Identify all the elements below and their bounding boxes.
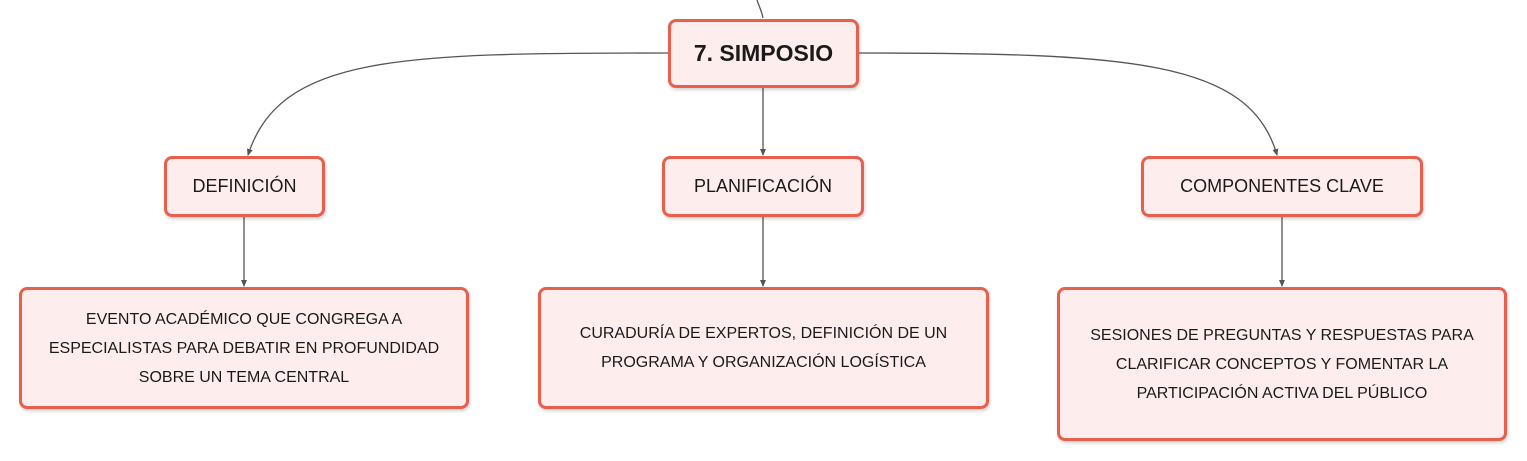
detail-node-planificacion[interactable]: CURADURÍA DE EXPERTOS, DEFINICIÓN DE UN …	[538, 287, 989, 409]
branch-node-componentes-clave[interactable]: COMPONENTES CLAVE	[1141, 156, 1423, 217]
connector-parent-to-root	[756, 0, 764, 19]
detail-node-componentes-clave[interactable]: SESIONES DE PREGUNTAS Y RESPUESTAS PARA …	[1057, 287, 1507, 441]
branch-label-definicion: DEFINICIÓN	[192, 176, 297, 196]
detail-text-planificacion: CURADURÍA DE EXPERTOS, DEFINICIÓN DE UN …	[579, 325, 948, 371]
root-node-label: 7. SIMPOSIO	[693, 40, 834, 66]
detail-text-componentes-clave: SESIONES DE PREGUNTAS Y RESPUESTAS PARA …	[1090, 326, 1474, 402]
branch-node-definicion[interactable]: DEFINICIÓN	[164, 156, 325, 217]
branch-label-planificacion: PLANIFICACIÓN	[693, 176, 833, 196]
branch-node-planificacion[interactable]: PLANIFICACIÓN	[662, 156, 864, 217]
detail-node-definicion[interactable]: EVENTO ACADÉMICO QUE CONGREGA A ESPECIAL…	[19, 287, 469, 409]
connector-root-to-componentes	[857, 52, 1279, 156]
branch-label-componentes-clave: COMPONENTES CLAVE	[1180, 176, 1384, 196]
connector-root-to-definicion	[246, 52, 669, 156]
root-node[interactable]: 7. SIMPOSIO	[668, 19, 859, 88]
detail-text-definicion: EVENTO ACADÉMICO QUE CONGREGA A ESPECIAL…	[48, 310, 440, 386]
